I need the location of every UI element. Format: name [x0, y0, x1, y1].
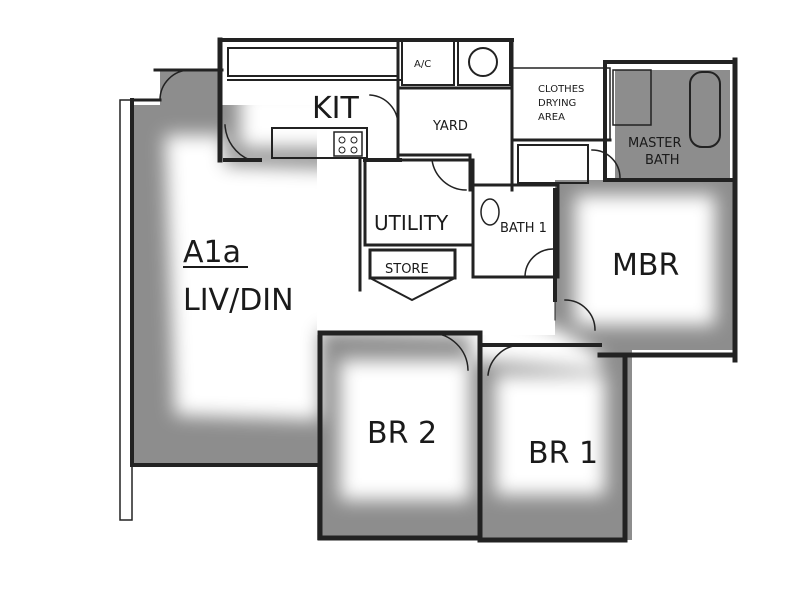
walls: [119, 37, 738, 543]
liv-din-label: LIV/DIN: [183, 283, 294, 318]
master-bath-label-1: MASTER: [628, 136, 682, 151]
room-labels: A1a LIV/DIN KIT A/C YARD CLOTHES DRYING …: [183, 59, 682, 471]
yard-label: YARD: [432, 119, 468, 134]
floor-highlight: [165, 88, 715, 500]
clothes-label-2: DRYING: [538, 98, 576, 109]
unit-code-label: A1a: [183, 235, 241, 270]
bath1-label: BATH 1: [500, 221, 547, 236]
mbr-label: MBR: [612, 248, 679, 283]
ac-label: A/C: [414, 59, 431, 70]
br2-label: BR 2: [367, 416, 437, 451]
clothes-label-1: CLOTHES: [538, 84, 584, 95]
clothes-label-3: AREA: [538, 112, 565, 123]
utility-label: UTILITY: [374, 211, 449, 235]
br1-label: BR 1: [528, 436, 598, 471]
store-label: STORE: [385, 262, 429, 277]
master-bath-label-2: BATH: [645, 153, 680, 168]
kitchen-label: KIT: [312, 91, 360, 126]
